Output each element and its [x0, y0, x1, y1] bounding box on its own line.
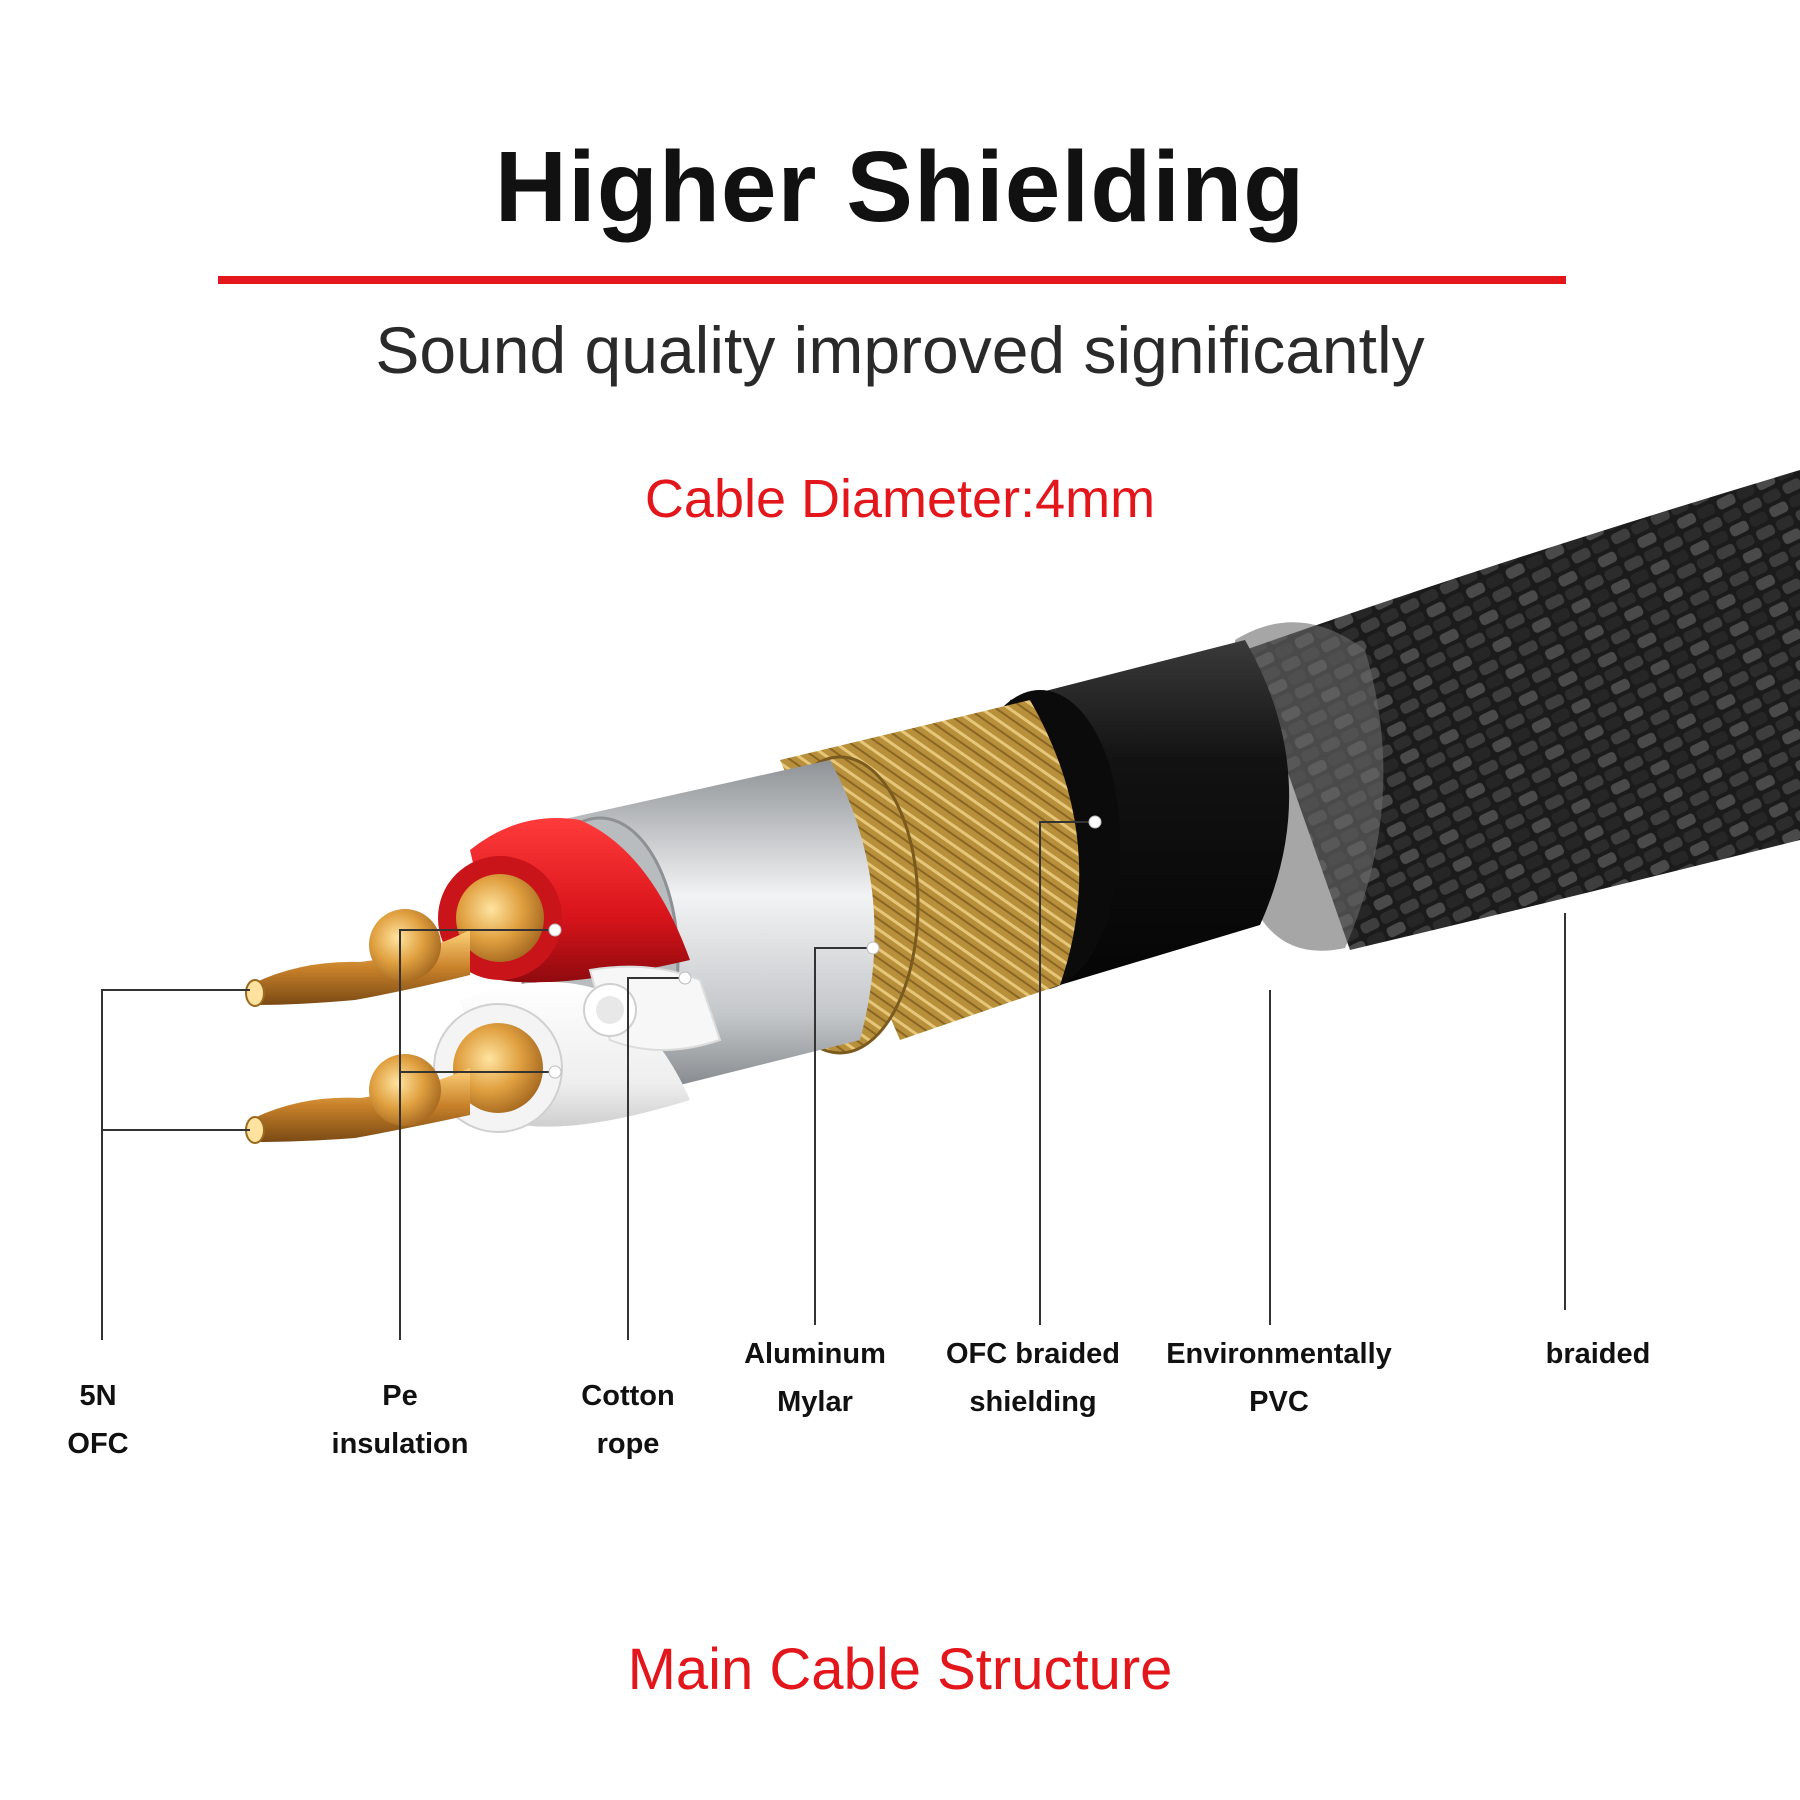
leader-ofc-braided — [1039, 821, 1095, 1325]
page-title: Higher Shielding — [494, 131, 1306, 243]
leader-5n-ofc — [101, 989, 250, 1131]
braided-jacket — [1235, 470, 1800, 951]
leader-lines — [101, 821, 1566, 1340]
leader-dots — [548, 815, 1102, 1079]
copper-strands-top — [245, 909, 470, 1007]
cotton-rope — [583, 965, 722, 1051]
label-braided: braided — [1545, 1338, 1651, 1370]
diagram-caption: Main Cable Structure — [627, 1637, 1173, 1702]
leader-cotton-rope — [627, 977, 685, 1340]
title-divider — [218, 276, 1566, 284]
page-subtitle: Sound quality improved significantly — [375, 313, 1425, 387]
leader-pe-insulation — [399, 929, 555, 1340]
leader-aluminum-mylar — [814, 947, 873, 1325]
cable-diameter-note: Cable Diameter:4mm — [644, 469, 1156, 529]
